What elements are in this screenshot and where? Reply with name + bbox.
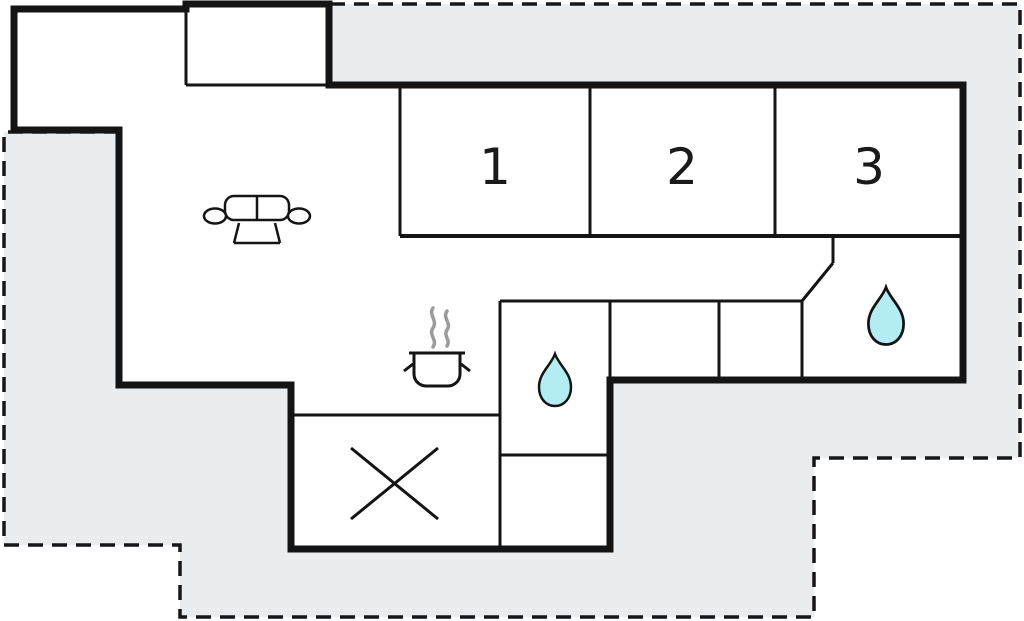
pot-handle-left — [403, 362, 414, 373]
water-drop-icon — [867, 283, 905, 346]
steam-line — [429, 306, 437, 349]
stove-pot-icon — [403, 306, 471, 388]
water-drop-icon — [537, 350, 573, 408]
pot-body — [412, 351, 462, 388]
sofa-leg-left — [232, 222, 241, 244]
interior-walls — [184, 6, 963, 549]
cross-icon — [350, 446, 439, 521]
bedroom-1-label: 1 — [479, 138, 511, 196]
sofa-icon — [202, 194, 312, 245]
room-labels: 1 2 3 — [479, 138, 885, 196]
steam-line — [443, 309, 451, 348]
bedroom-2-label: 2 — [666, 138, 698, 196]
bedroom-3-label: 3 — [853, 138, 885, 196]
wall-segment — [800, 262, 835, 302]
sofa-leg-right — [273, 222, 282, 244]
pot-handle-right — [460, 362, 471, 373]
sofa-arm-right — [286, 207, 312, 225]
cross-line — [350, 446, 439, 521]
sofa-arm-left — [202, 207, 228, 225]
